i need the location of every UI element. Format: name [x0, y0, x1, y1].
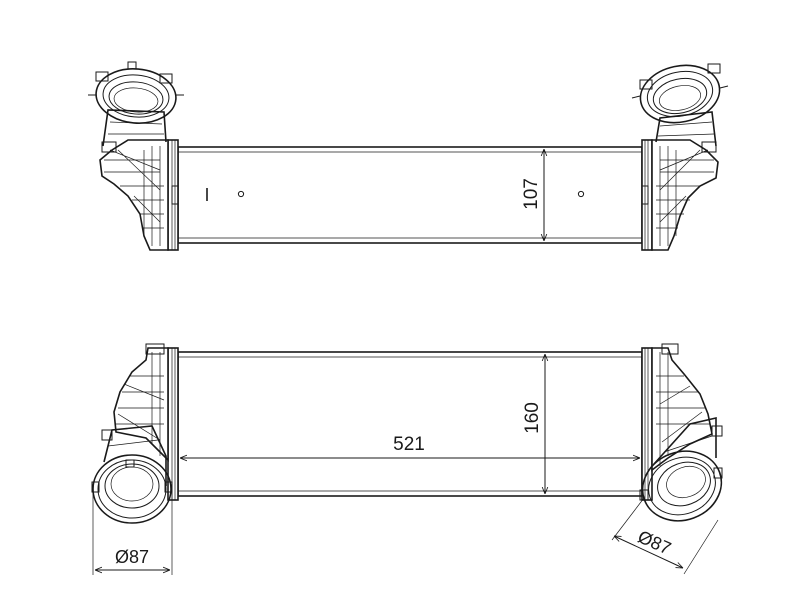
bottom-right-tank [641, 343, 713, 501]
bottom-core [177, 351, 643, 497]
dim-right-diameter: Ø87 [611, 497, 719, 575]
top-left-neck [101, 109, 167, 153]
top-left-hole [237, 190, 245, 198]
dim-label-left-diameter: Ø87 [115, 547, 149, 567]
dim-label-160: 160 [522, 402, 543, 434]
dim-bottom-height: 160 [522, 354, 545, 494]
dim-line-right-diameter [614, 536, 683, 568]
dim-label-521: 521 [393, 434, 425, 455]
top-core [177, 146, 643, 244]
dim-left-diameter: Ø87 [92, 490, 173, 575]
dim-bottom-length: 521 [180, 434, 640, 458]
dim-label-107: 107 [521, 178, 542, 210]
top-right-hole [577, 190, 585, 198]
bottom-left-pipe [101, 425, 167, 486]
bottom-right-flange [639, 450, 723, 522]
top-view: 107 [88, 61, 729, 251]
top-left-tank [99, 139, 179, 251]
bottom-left-flange [91, 454, 173, 524]
top-right-flange [631, 63, 729, 124]
top-left-flange [88, 61, 184, 124]
dim-label-right-diameter: Ø87 [635, 526, 674, 558]
dim-top-height: 107 [521, 149, 544, 241]
top-right-tank [641, 139, 719, 251]
bottom-right-pipe [653, 416, 723, 465]
bottom-view: 160 521 Ø87 Ø87 [91, 343, 723, 575]
